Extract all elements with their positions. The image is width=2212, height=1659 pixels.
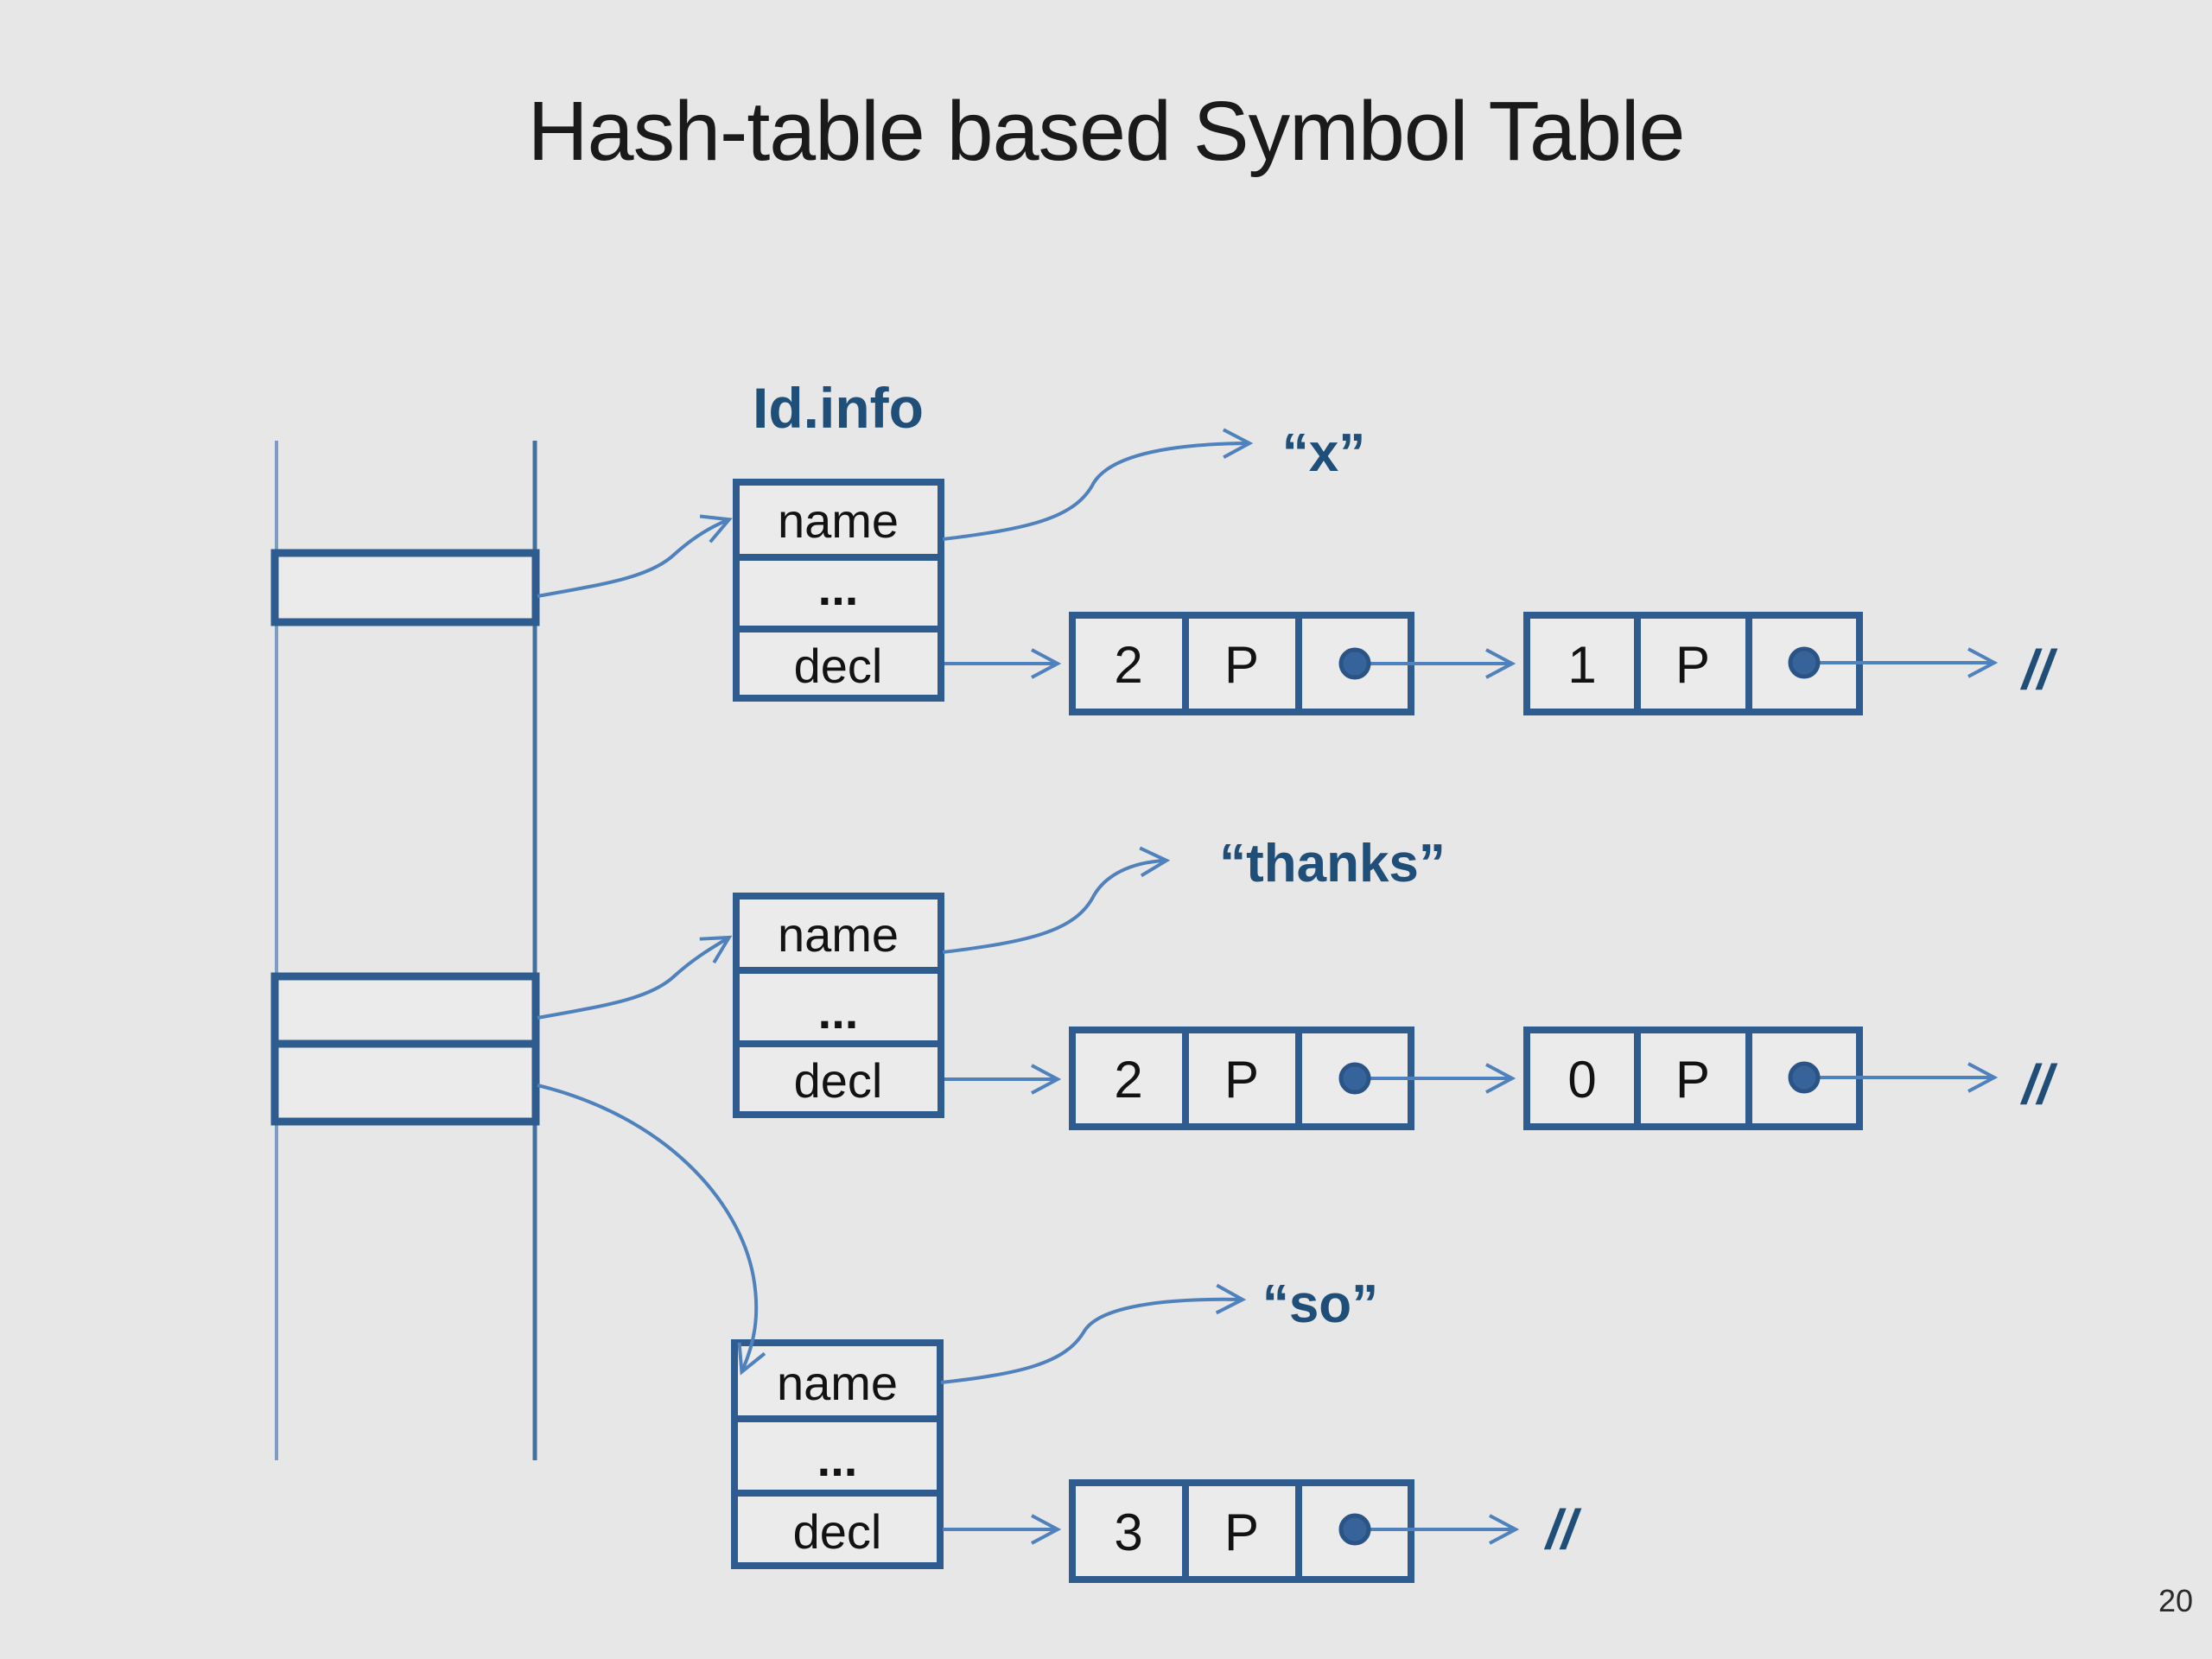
node-1b-tag: P — [1675, 636, 1710, 694]
node-1b-count-cell — [1523, 612, 1641, 715]
node-2a-count: 2 — [1114, 1051, 1142, 1109]
node-2b-tag: P — [1675, 1051, 1710, 1109]
arrow-bucket1-to-record1 — [537, 514, 733, 598]
bucket-slot-1 — [270, 549, 540, 626]
record-1-name-label: name — [778, 493, 899, 548]
hash-table — [270, 441, 540, 1460]
node-1b-tag-cell — [1634, 612, 1752, 715]
node-1a-count: 2 — [1114, 636, 1142, 694]
arrow-bucket2-to-record2 — [537, 935, 733, 1020]
string-label-so: “so” — [1262, 1274, 1378, 1334]
string-label-thanks: “thanks” — [1219, 834, 1446, 893]
node-1a-pointer-dot — [1338, 647, 1371, 680]
list-row-3: 3 P — [1069, 1479, 1414, 1583]
record-3: name ... decl — [731, 1339, 944, 1569]
null-marker-1: // — [2019, 639, 2058, 701]
record-3-dots-label: ... — [817, 1432, 858, 1486]
null-marker-2: // — [2019, 1053, 2058, 1116]
arrow-record1-name-to-string-x — [942, 428, 1254, 541]
record-2-name-label: name — [778, 907, 899, 962]
bucket-slot-3 — [270, 1039, 540, 1126]
record-1-decl-label: decl — [794, 639, 883, 693]
page-number: 20 — [2158, 1583, 2193, 1618]
record-1: name ... decl — [733, 479, 944, 702]
node-1b-count: 1 — [1567, 636, 1596, 694]
node-2a-count-cell — [1069, 1027, 1189, 1130]
record-2-decl-cell — [733, 1040, 944, 1118]
string-label-x: “x” — [1282, 423, 1365, 483]
pointer-dots — [1338, 646, 1821, 1546]
node-3-tag: P — [1224, 1503, 1259, 1561]
list-row-2: 2 P 0 P — [1069, 1027, 1863, 1130]
record-2-name-cell — [733, 893, 944, 974]
record-2-decl-label: decl — [794, 1053, 883, 1108]
arrow-bucket3-to-record3 — [537, 1084, 766, 1376]
arrows — [537, 428, 1999, 1545]
node-1a-tag: P — [1224, 636, 1259, 694]
record-3-name-label: name — [777, 1356, 898, 1410]
record-2: name ... decl — [733, 893, 944, 1118]
record-2-dots-label: ... — [818, 984, 859, 1039]
record-1-dots-label: ... — [818, 561, 859, 615]
id-info-label: Id.info — [753, 376, 924, 440]
list-row-1: 2 P 1 P — [1069, 612, 1863, 715]
node-2a-tag: P — [1224, 1051, 1259, 1109]
node-2a-pointer-dot — [1338, 1062, 1371, 1095]
node-3-pointer-dot — [1338, 1513, 1371, 1546]
slide-title: Hash-table based Symbol Table — [527, 84, 1686, 178]
arrow-record2-name-to-string-thanks — [942, 846, 1171, 954]
node-1b-pointer-dot — [1788, 646, 1821, 679]
node-2b-count: 0 — [1567, 1051, 1596, 1109]
arrow-record3-name-to-string-so — [940, 1283, 1247, 1384]
node-2b-pointer-dot — [1788, 1061, 1821, 1094]
record-3-name-cell — [731, 1339, 944, 1422]
record-3-dots-cell — [731, 1415, 944, 1497]
bucket-slot-2 — [270, 972, 540, 1048]
record-3-decl-label: decl — [793, 1504, 882, 1559]
record-3-decl-cell — [731, 1490, 944, 1569]
record-1-name-cell — [733, 479, 944, 561]
record-1-decl-cell — [733, 626, 944, 702]
null-marker-3: // — [1543, 1498, 1582, 1560]
node-3-tag-cell — [1182, 1479, 1302, 1583]
node-3-count: 3 — [1114, 1503, 1142, 1561]
record-2-dots-cell — [733, 967, 944, 1047]
